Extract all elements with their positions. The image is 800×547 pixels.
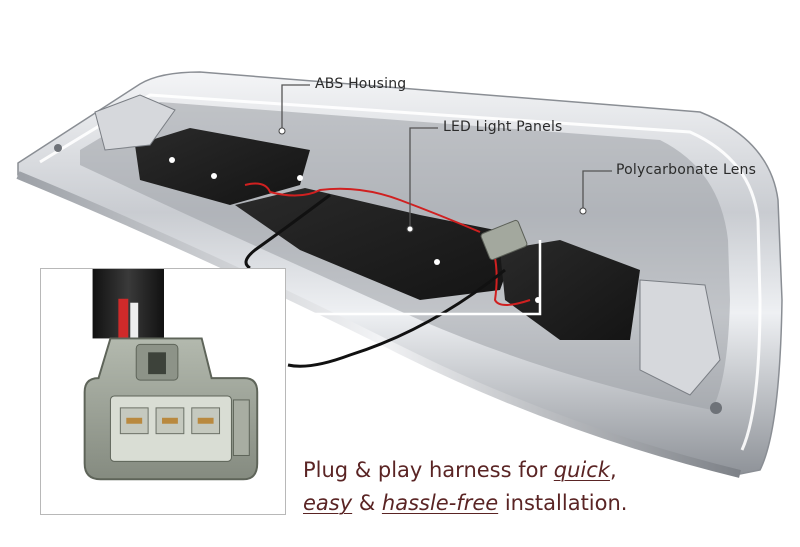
pin-2 <box>162 417 178 424</box>
leader-abs-housing <box>281 84 310 130</box>
inset-connector-line <box>286 240 542 316</box>
latch-slot <box>148 352 166 375</box>
label-led-light-panels: LED Light Panels <box>443 119 563 135</box>
caption-line-1: Plug & play harness for quick, <box>303 454 783 487</box>
harness-connector <box>480 219 528 261</box>
panel-screw-3 <box>297 175 303 181</box>
led-panel-center <box>235 188 520 300</box>
connector-closeup-image <box>41 269 285 514</box>
wire-red <box>244 182 481 233</box>
leader-dot-lens <box>579 207 587 215</box>
caption-amp: & <box>352 491 382 515</box>
left-bracket <box>94 94 176 151</box>
caption-text-1: Plug & play harness for <box>303 458 554 482</box>
pin-1 <box>126 417 143 424</box>
wire-black-tail <box>287 268 506 368</box>
panel-screw-4 <box>434 259 440 265</box>
wire-black-lead <box>244 193 331 270</box>
plug-side-tab <box>232 399 250 456</box>
caption-line-2: easy & hassle-free installation. <box>303 487 783 520</box>
housing-lower-edge <box>16 171 741 478</box>
leader-dot-led <box>406 225 414 233</box>
brake-light-assembly <box>16 71 783 478</box>
label-polycarbonate-lens: Polycarbonate Lens <box>616 162 757 178</box>
caption-text-2: installation. <box>498 491 628 515</box>
pin-3 <box>197 417 214 424</box>
cable-stripe-white <box>130 302 139 339</box>
panel-screw-1 <box>169 157 175 163</box>
lens-rim <box>39 93 762 451</box>
leader-lens <box>582 170 612 210</box>
label-abs-housing: ABS Housing <box>315 76 407 92</box>
plug-and-play-caption: Plug & play harness for quick, easy & ha… <box>303 454 783 520</box>
caption-hassle-free: hassle-free <box>381 491 499 515</box>
mount-hole-left <box>54 144 62 152</box>
panel-screw-2 <box>211 173 217 179</box>
right-bracket <box>639 279 721 396</box>
caption-quick: quick <box>553 458 610 482</box>
caption-easy: easy <box>303 491 353 515</box>
leader-led-panels <box>409 127 438 228</box>
leader-dot-abs <box>278 127 286 135</box>
caption-comma: , <box>609 458 617 482</box>
mount-hole-right <box>710 402 722 414</box>
connector-closeup-inset <box>40 268 286 515</box>
cable-stripe-red <box>118 298 129 339</box>
